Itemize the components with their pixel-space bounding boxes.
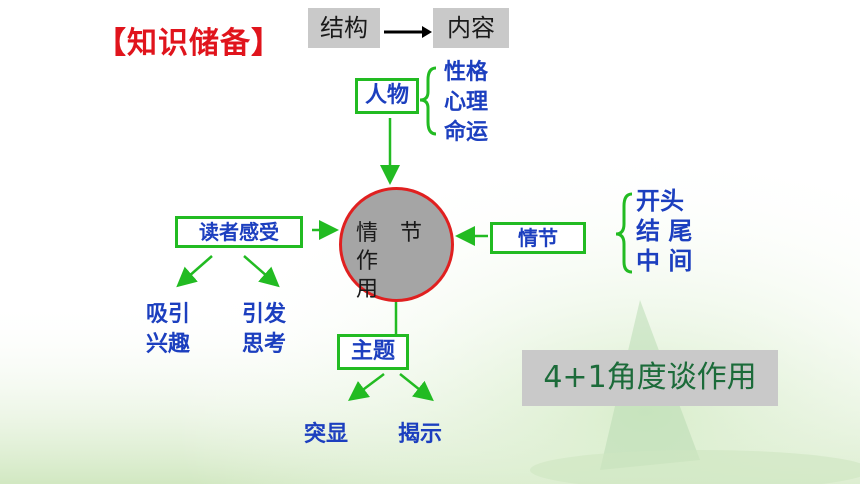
effect-line: 兴趣 — [146, 332, 191, 357]
effect-line: 引发 — [242, 302, 287, 327]
theme-node: 主题 — [337, 334, 409, 370]
aspect-personality: 性格 — [444, 60, 489, 85]
position-beginning: 开头 — [636, 187, 684, 215]
position-ending: 结 尾 — [636, 217, 693, 245]
aspect-fate: 命运 — [444, 120, 489, 145]
page-title: 【知识储备】 — [96, 26, 282, 61]
character-aspects: 性格 心理 命运 — [444, 58, 488, 148]
theme-effect-highlight: 突显 — [304, 422, 349, 447]
center-circle — [339, 187, 454, 302]
slogan-box: 4+1角度谈作用 — [522, 350, 778, 406]
reader-effect-interest: 吸引 兴趣 — [146, 300, 190, 360]
center-line2: 作 — [356, 249, 379, 274]
structure-label: 结构 — [308, 8, 380, 48]
plot-node: 情节 — [490, 222, 586, 254]
reader-node: 读者感受 — [175, 216, 303, 248]
content-label: 内容 — [433, 8, 509, 48]
aspect-psychology: 心理 — [444, 90, 489, 115]
center-line1: 情 节 — [356, 221, 423, 246]
plot-positions: 开头 结 尾 中 间 — [636, 186, 692, 276]
character-node: 人物 — [355, 78, 419, 114]
theme-effect-reveal: 揭示 — [398, 422, 443, 447]
effect-line: 思考 — [242, 332, 287, 357]
effect-line: 吸引 — [146, 302, 191, 327]
reader-effect-thinking: 引发 思考 — [242, 300, 286, 360]
structure-arrow — [384, 26, 432, 38]
position-middle: 中 间 — [636, 247, 693, 275]
center-line3: 用 — [356, 277, 379, 302]
